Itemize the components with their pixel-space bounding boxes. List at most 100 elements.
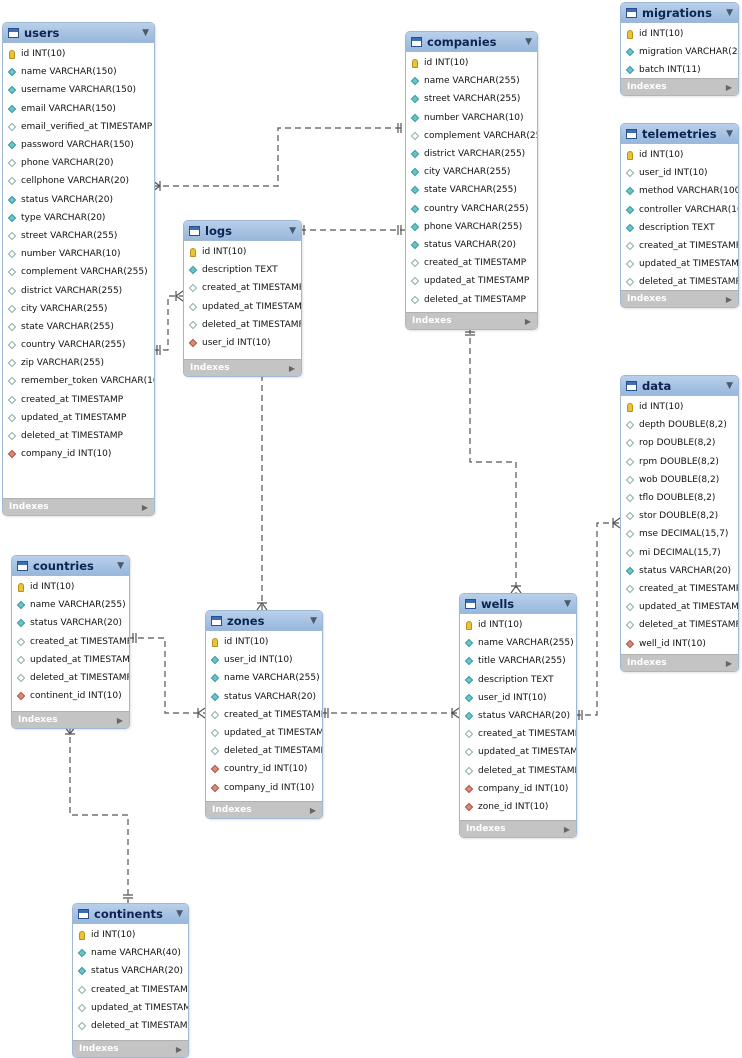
column-row[interactable]: created_at TIMESTAMP	[406, 254, 537, 272]
column-row[interactable]: continent_id INT(10)	[12, 687, 129, 705]
column-row[interactable]: id INT(10)	[3, 45, 154, 63]
table-telemetries[interactable]: telemetries▼ id INT(10)user_id INT(10)met…	[620, 123, 739, 308]
column-row[interactable]: password VARCHAR(150)	[3, 136, 154, 154]
column-row[interactable]: id INT(10)	[621, 146, 738, 164]
telemetries-indexes-bar[interactable]: Indexes▶	[621, 290, 738, 307]
column-row[interactable]: well_id INT(10)	[621, 634, 738, 652]
column-row[interactable]: name VARCHAR(40)	[73, 944, 188, 962]
column-row[interactable]: updated_at TIMESTAMP	[206, 724, 322, 742]
column-row[interactable]: rpm DOUBLE(8,2)	[621, 453, 738, 471]
column-row[interactable]: remember_token VARCHAR(100)	[3, 372, 154, 390]
column-row[interactable]: id INT(10)	[184, 243, 301, 261]
column-row[interactable]: number VARCHAR(10)	[406, 109, 537, 127]
column-row[interactable]: status VARCHAR(20)	[406, 236, 537, 254]
column-row[interactable]: mse DECIMAL(15,7)	[621, 525, 738, 543]
table-wells[interactable]: wells▼ id INT(10)name VARCHAR(255)title V…	[459, 593, 577, 838]
column-row[interactable]: deleted_at TIMESTAMP	[406, 290, 537, 308]
column-row[interactable]: complement VARCHAR(255)	[406, 127, 537, 145]
expand-arrow-icon[interactable]: ▶	[175, 1044, 182, 1054]
column-row[interactable]: id INT(10)	[12, 578, 129, 596]
column-row[interactable]: email VARCHAR(150)	[3, 100, 154, 118]
column-row[interactable]: created_at TIMESTAMP	[621, 580, 738, 598]
column-row[interactable]: wob DOUBLE(8,2)	[621, 471, 738, 489]
collapse-caret-icon[interactable]: ▼	[726, 128, 733, 139]
column-row[interactable]: rop DOUBLE(8,2)	[621, 434, 738, 452]
collapse-caret-icon[interactable]: ▼	[310, 615, 317, 626]
collapse-caret-icon[interactable]: ▼	[726, 380, 733, 391]
collapse-caret-icon[interactable]: ▼	[289, 225, 296, 236]
column-row[interactable]: deleted_at TIMESTAMP	[184, 316, 301, 334]
table-data[interactable]: data▼id INT(10)depth DOUBLE(8,2)rop DOUB…	[620, 375, 739, 672]
column-row[interactable]: name VARCHAR(255)	[460, 634, 576, 652]
expand-arrow-icon[interactable]: ▶	[309, 805, 316, 815]
migrations-table-header[interactable]: migrations▼	[621, 3, 738, 23]
column-row[interactable]: deleted_at TIMESTAMP	[206, 742, 322, 760]
column-row[interactable]: updated_at TIMESTAMP	[406, 272, 537, 290]
collapse-caret-icon[interactable]: ▼	[726, 7, 733, 18]
column-row[interactable]: created_at TIMESTAMP	[460, 725, 576, 743]
collapse-caret-icon[interactable]: ▼	[142, 27, 149, 38]
countries-table-header[interactable]: countries▼	[12, 556, 129, 576]
column-row[interactable]: created_at TIMESTAMP	[621, 237, 738, 255]
column-row[interactable]: description TEXT	[460, 671, 576, 689]
table-migrations[interactable]: migrations▼ id INT(10)migration VARCHAR(2…	[620, 2, 739, 96]
column-row[interactable]: id INT(10)	[460, 616, 576, 634]
column-row[interactable]: description TEXT	[184, 261, 301, 279]
expand-arrow-icon[interactable]: ▶	[288, 363, 295, 373]
users-indexes-bar[interactable]: Indexes▶	[3, 498, 154, 515]
continents-indexes-bar[interactable]: Indexes▶	[73, 1040, 188, 1057]
column-row[interactable]: mi DECIMAL(15,7)	[621, 544, 738, 562]
collapse-caret-icon[interactable]: ▼	[117, 560, 124, 571]
column-row[interactable]: district VARCHAR(255)	[3, 281, 154, 299]
column-row[interactable]: status VARCHAR(20)	[12, 614, 129, 632]
column-row[interactable]: updated_at TIMESTAMP	[621, 255, 738, 273]
companies-indexes-bar[interactable]: Indexes▶	[406, 312, 537, 329]
column-row[interactable]: country VARCHAR(255)	[3, 336, 154, 354]
column-row[interactable]: username VARCHAR(150)	[3, 81, 154, 99]
expand-arrow-icon[interactable]: ▶	[563, 824, 570, 834]
column-row[interactable]: tflo DOUBLE(8,2)	[621, 489, 738, 507]
users-table-header[interactable]: users▼	[3, 23, 154, 43]
column-row[interactable]: title VARCHAR(255)	[460, 652, 576, 670]
column-row[interactable]: state VARCHAR(255)	[406, 181, 537, 199]
column-row[interactable]: status VARCHAR(20)	[206, 688, 322, 706]
table-zones[interactable]: zones▼id INT(10)user_id INT(10)name VARC…	[205, 610, 323, 819]
column-row[interactable]: updated_at TIMESTAMP	[621, 598, 738, 616]
column-row[interactable]: number VARCHAR(10)	[3, 245, 154, 263]
column-row[interactable]: status VARCHAR(20)	[621, 562, 738, 580]
expand-arrow-icon[interactable]: ▶	[725, 294, 732, 304]
column-row[interactable]: method VARCHAR(100)	[621, 182, 738, 200]
column-row[interactable]: name VARCHAR(255)	[12, 596, 129, 614]
column-row[interactable]: deleted_at TIMESTAMP	[3, 427, 154, 445]
column-row[interactable]: status VARCHAR(20)	[460, 707, 576, 725]
column-row[interactable]: complement VARCHAR(255)	[3, 263, 154, 281]
column-row[interactable]: cellphone VARCHAR(20)	[3, 172, 154, 190]
column-row[interactable]: phone VARCHAR(255)	[406, 218, 537, 236]
telemetries-table-header[interactable]: telemetries▼	[621, 124, 738, 144]
column-row[interactable]: phone VARCHAR(20)	[3, 154, 154, 172]
column-row[interactable]: id INT(10)	[621, 25, 738, 43]
column-row[interactable]: controller VARCHAR(100)	[621, 201, 738, 219]
column-row[interactable]: migration VARCHAR(255)	[621, 43, 738, 61]
column-row[interactable]: district VARCHAR(255)	[406, 145, 537, 163]
column-row[interactable]: updated_at TIMESTAMP	[3, 409, 154, 427]
column-row[interactable]: updated_at TIMESTAMP	[184, 298, 301, 316]
column-row[interactable]: deleted_at TIMESTAMP	[621, 273, 738, 291]
column-row[interactable]: type VARCHAR(20)	[3, 209, 154, 227]
data-indexes-bar[interactable]: Indexes▶	[621, 654, 738, 671]
column-row[interactable]: company_id INT(10)	[3, 445, 154, 463]
column-row[interactable]: email_verified_at TIMESTAMP	[3, 118, 154, 136]
table-countries[interactable]: countries▼ id INT(10)name VARCHAR(255)sta…	[11, 555, 130, 729]
expand-arrow-icon[interactable]: ▶	[116, 715, 123, 725]
column-row[interactable]: id INT(10)	[621, 398, 738, 416]
zones-indexes-bar[interactable]: Indexes▶	[206, 801, 322, 818]
column-row[interactable]: state VARCHAR(255)	[3, 318, 154, 336]
wells-table-header[interactable]: wells▼	[460, 594, 576, 614]
column-row[interactable]: user_id INT(10)	[621, 164, 738, 182]
column-row[interactable]: depth DOUBLE(8,2)	[621, 416, 738, 434]
column-row[interactable]: batch INT(11)	[621, 61, 738, 79]
column-row[interactable]: street VARCHAR(255)	[3, 227, 154, 245]
column-row[interactable]: created_at TIMESTAMP	[206, 706, 322, 724]
column-row[interactable]: company_id INT(10)	[206, 779, 322, 797]
